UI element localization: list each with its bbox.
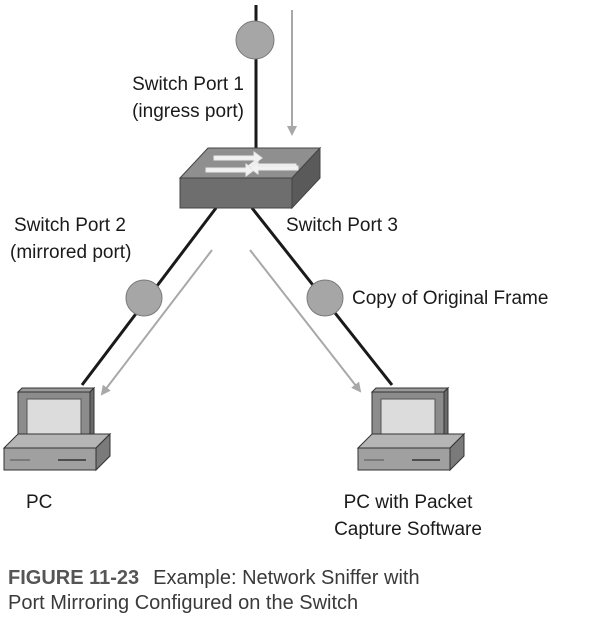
- caption-text-line1: Example: Network Sniffer with: [153, 567, 420, 589]
- pc-label: PC: [26, 492, 52, 513]
- switch-icon: [178, 146, 322, 210]
- mirror-to-capture-flow-arrow: [249, 249, 362, 393]
- port2-label-line2: (mirrored port): [10, 242, 131, 263]
- port1-label-line2: (ingress port): [132, 101, 244, 122]
- computer-icon: [2, 386, 112, 472]
- caption-line1: FIGURE 11-23 Example: Network Sniffer wit…: [8, 566, 598, 591]
- frame-dot-icon: [235, 20, 275, 60]
- frame-dot-icon: [306, 279, 344, 317]
- copy-frame-label: Copy of Original Frame: [352, 288, 548, 309]
- mirror-to-pc-flow-arrow: [100, 249, 213, 396]
- figure-number: FIGURE 11-23: [8, 567, 140, 589]
- figure-caption: FIGURE 11-23 Example: Network Sniffer wit…: [8, 566, 598, 616]
- port-mirroring-diagram: Switch Port 1 (ingress port) Switch Port…: [2, 5, 548, 540]
- port1-label-line1: Switch Port 1: [132, 74, 244, 95]
- port2-label-line1: Switch Port 2: [14, 215, 126, 236]
- computer-icon: [356, 386, 466, 472]
- capture-pc-label-line1: PC with Packet: [344, 492, 474, 513]
- frame-dot-icon: [125, 279, 163, 317]
- caption-text-line2: Port Mirroring Configured on the Switch: [8, 592, 359, 614]
- capture-pc-label-line2: Capture Software: [334, 519, 482, 540]
- port3-label: Switch Port 3: [286, 215, 398, 236]
